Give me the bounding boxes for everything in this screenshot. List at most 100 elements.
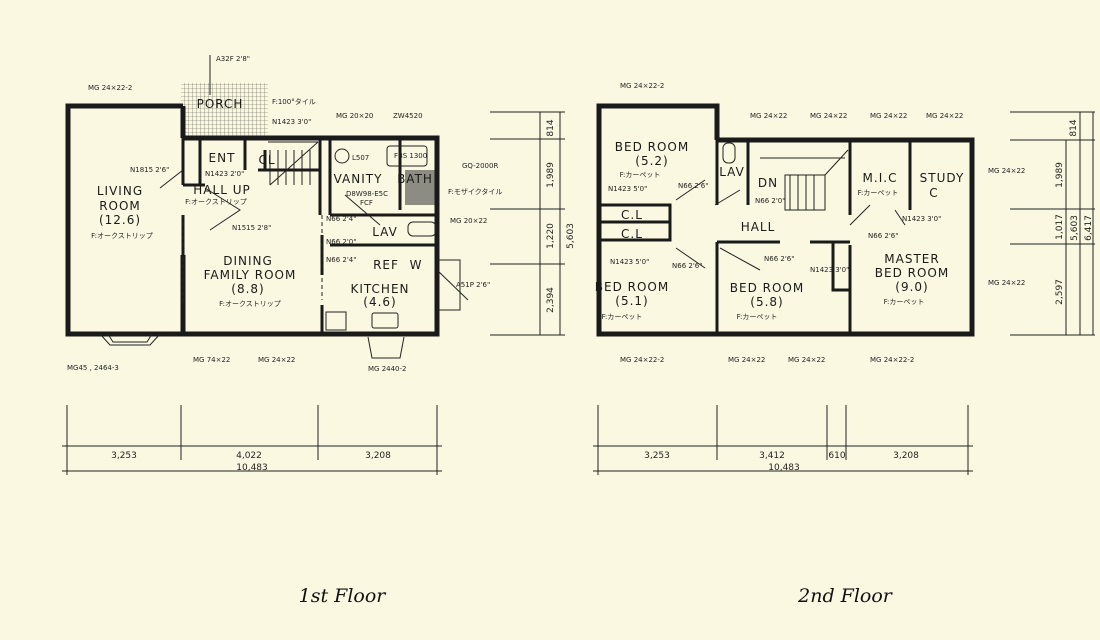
note-mg-bottom-3: MG 24×22 [788, 356, 825, 364]
main-walls [180, 106, 440, 337]
dim-right-2: 1,989 [546, 162, 556, 188]
kitchen-area: (4.6) [363, 295, 396, 309]
note-n66-a: N66 2'6" [678, 182, 708, 190]
porch-label: PORCH [197, 97, 244, 111]
note-l507: L507 [352, 154, 369, 162]
note-zw4520: ZW4520 [393, 112, 423, 120]
lav-label: LAV [372, 225, 398, 239]
bedroom-3-area: (5.8) [750, 295, 783, 309]
living-room-label-2: ROOM [99, 199, 141, 213]
dining-floor: F:オークストリップ [219, 300, 281, 308]
note-n66b: N66 2'0" [326, 238, 356, 246]
washer-label: W [410, 258, 423, 272]
bedroom-2-floor: F:カーペット [602, 313, 643, 321]
porch-tile [181, 83, 268, 137]
note-mg-top-3: MG 24×22 [870, 112, 907, 120]
note-mg7422: MG 74×22 [193, 356, 230, 364]
note-mg2022: MG 20×22 [450, 217, 487, 225]
living-room-floor: F:オークストリップ [91, 232, 153, 240]
bedroom-2-label: BED ROOM [595, 280, 669, 294]
note-mg-bottom-1: MG 24×22-2 [620, 356, 664, 364]
note-mg-top-left: MG 24×22-2 [88, 84, 132, 92]
note-n1815: N1815 2'6" [130, 166, 169, 174]
master-bedroom-label-2: BED ROOM [875, 266, 949, 280]
stove-icon [325, 311, 347, 331]
dim-bottom-1: 3,253 [644, 451, 670, 461]
note-mg-top-4: MG 24×22 [926, 112, 963, 120]
dining-area: (8.8) [231, 282, 264, 296]
dim-right-4: 2,394 [546, 287, 556, 313]
doors [159, 169, 469, 359]
outer-walls [596, 103, 975, 337]
vanity-sink-icon [334, 148, 350, 164]
note-n66-c: N66 2'6" [868, 232, 898, 240]
hall-up-label: HALL UP [193, 183, 250, 197]
note-n66-e: N66 2'6" [764, 255, 794, 263]
dim-right-total-1: 5,603 [1070, 215, 1080, 241]
closet-1-label: C.L [621, 208, 643, 222]
bay-window [99, 333, 161, 346]
study-label: STUDY [920, 171, 965, 185]
family-room-label: FAMILY ROOM [204, 268, 297, 282]
note-a32f: A32F 2'8" [216, 55, 250, 63]
right-dimensions: 814 1,989 1,017 2,597 5,603 6,417 [1010, 111, 1095, 336]
interior-walls [181, 138, 437, 334]
note-n1515: N1515 2'8" [232, 224, 271, 232]
right-dimensions: 814 1,989 1,220 2,394 5,603 [490, 111, 576, 336]
ref-label: REF [373, 258, 399, 272]
note-mg-bottom-2: MG 24×22 [728, 356, 765, 364]
bedroom-1-floor: F:カーペット [620, 171, 661, 179]
note-a51p: A51P 2'6" [456, 281, 490, 289]
dim-bottom-2: 4,022 [236, 451, 262, 461]
master-bedroom-area: (9.0) [895, 280, 928, 294]
note-n1423-d: N1423 3'0" [810, 266, 849, 274]
master-bedroom-label: MASTER [884, 252, 939, 266]
living-room-label: LIVING [97, 184, 143, 198]
dim-right-4: 2,597 [1055, 279, 1065, 305]
bath-tile [405, 170, 435, 205]
note-mg2440: MG 2440-2 [368, 365, 406, 373]
lav-fixture-icon [722, 142, 736, 164]
note-mg2020: MG 20×20 [336, 112, 373, 120]
note-mg2422: MG 24×22 [258, 356, 295, 364]
bedroom-2-area: (5.1) [615, 294, 648, 308]
bedroom-1-label: BED ROOM [615, 140, 689, 154]
bedroom-1-area: (5.2) [635, 154, 668, 168]
dim-right-3: 1,017 [1055, 214, 1065, 240]
dim-bottom-4: 3,208 [893, 451, 919, 461]
note-gq: GQ-2000R [462, 162, 498, 170]
doors [675, 179, 906, 271]
first-floor-caption: 1st Floor [299, 585, 388, 607]
hall-floor: F:オークストリップ [185, 198, 247, 206]
staircase [268, 141, 319, 186]
note-n66a: N66 2'4" [326, 215, 356, 223]
dim-bottom-total: 10,483 [236, 463, 268, 473]
dim-bottom-2: 3,412 [759, 451, 785, 461]
bath-label: BATH [397, 172, 433, 186]
note-fcf: FCF [360, 199, 373, 207]
note-d8w: D8W98-E5C [346, 190, 388, 198]
second-floor-plan: BED ROOM (5.2) F:カーペット C.L C.L LAV DN HA… [593, 82, 1095, 607]
note-ent-door: N1423 2'0" [205, 170, 244, 178]
dim-right-1: 814 [1069, 119, 1079, 136]
note-n1423-a: N1423 5'0" [608, 185, 647, 193]
living-walls [65, 103, 186, 337]
bathtub-icon [386, 145, 428, 167]
second-floor-caption: 2nd Floor [797, 585, 894, 607]
bottom-dimensions: 3,253 4,022 3,208 10,483 [62, 405, 442, 475]
master-bedroom-floor: F:カーペット [884, 298, 925, 306]
note-mg-right-2: MG 24×22 [988, 279, 1025, 287]
walk-in-closet-label: M.I.C [863, 171, 898, 185]
closet-label: CL [258, 153, 275, 167]
hall-label: HALL [741, 220, 776, 234]
note-n66-b: N66 2'0" [755, 197, 785, 205]
note-mg45: MG45 , 2464-3 [67, 364, 119, 372]
interior-walls [599, 140, 912, 334]
dim-right-total-2: 6,417 [1084, 215, 1094, 241]
note-mg-top-1: MG 24×22 [750, 112, 787, 120]
wic-floor: F:カーペット [858, 189, 899, 197]
dining-label: DINING [223, 254, 273, 268]
kitchen-label: KITCHEN [351, 282, 410, 296]
dim-bottom-3: 610 [828, 451, 845, 461]
